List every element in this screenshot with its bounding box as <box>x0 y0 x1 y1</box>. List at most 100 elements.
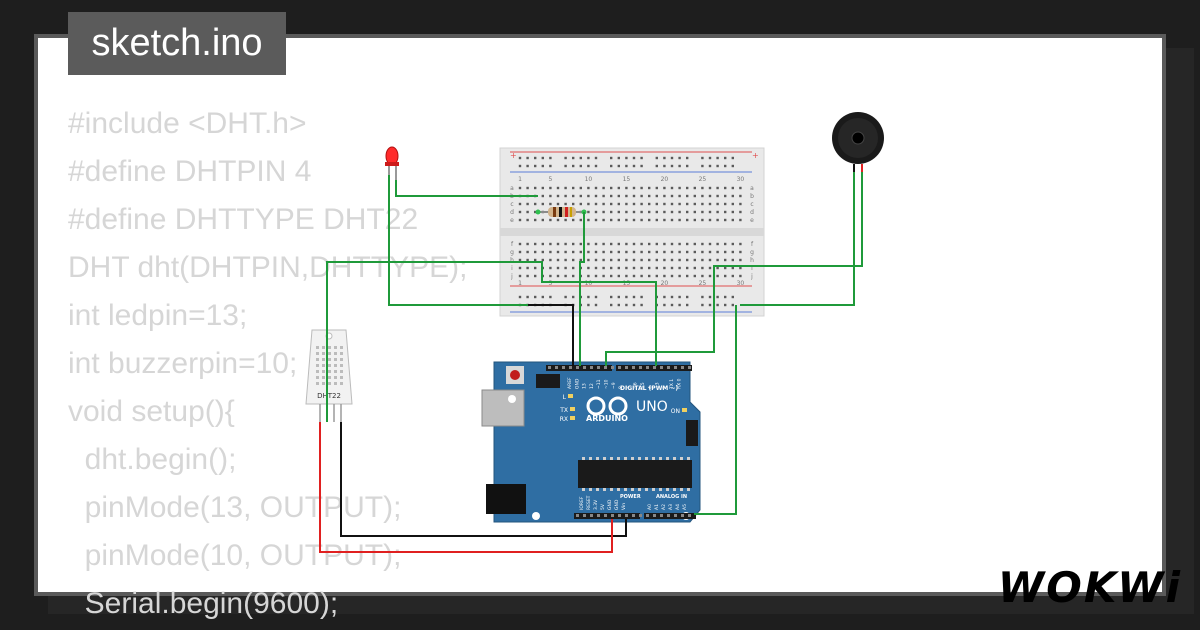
code-line: Serial.begin(9600); <box>68 587 339 620</box>
power-label: POWER <box>620 494 641 500</box>
pin-label: ~5 <box>640 382 646 389</box>
code-preview: #include <DHT.h> #define DHTPIN 4 #define … <box>68 100 467 628</box>
row-letter: d <box>750 209 754 216</box>
analog-label: ANALOG IN <box>656 494 687 500</box>
pin-label: A3 <box>668 504 674 510</box>
wire-buzzer-signal <box>605 172 863 366</box>
code-line: int buzzerpin=10; <box>68 347 298 380</box>
row-letter: i <box>751 265 753 272</box>
pin-label: 13 <box>582 383 588 389</box>
code-line: #define DHTTYPE DHT22 <box>68 203 419 236</box>
board-led-label: TX <box>559 407 568 414</box>
pin-label: A5 <box>682 504 688 510</box>
wires <box>319 172 863 553</box>
buzzer <box>832 112 884 172</box>
pin-label: 8 <box>618 386 624 389</box>
pin-label: GND <box>574 378 580 389</box>
pin-label: GND <box>614 499 620 510</box>
code-line: pinMode(13, OUTPUT); <box>68 491 402 524</box>
board-led-label: RX <box>560 416 568 423</box>
code-line: int ledpin=13; <box>68 299 248 332</box>
row-letter: c <box>750 201 753 208</box>
breadboard-holes <box>518 156 742 307</box>
column-number: 10 <box>585 280 593 287</box>
pin-label: ~6 <box>633 382 639 389</box>
arduino-model: UNO <box>636 399 668 415</box>
led-red <box>385 146 399 180</box>
code-line: DHT dht(DHTPIN,DHTTYPE); <box>68 251 468 284</box>
column-number: 5 <box>548 280 552 287</box>
pin-label: A1 <box>654 504 660 510</box>
pin-label: AREF <box>567 377 573 389</box>
column-number: 5 <box>548 176 552 183</box>
column-number: 1 <box>518 176 522 183</box>
code-line: void setup(){ <box>68 395 235 428</box>
microcontroller-chip <box>578 460 692 488</box>
row-letter: g <box>750 249 754 256</box>
arduino-brand: ARDUINO <box>586 414 628 423</box>
pin-label: TX 1 <box>669 379 675 390</box>
pin-label: IOREF <box>579 496 585 510</box>
file-tab[interactable]: sketch.ino <box>68 12 286 75</box>
row-letter: a <box>510 185 514 192</box>
pin-label: GND <box>607 499 613 510</box>
rail-plus-left: + <box>510 151 517 160</box>
wire-led-to-breadboard <box>395 180 538 197</box>
column-number: 1 <box>518 280 522 287</box>
wire-dht-gnd <box>340 422 627 537</box>
column-number: 30 <box>737 280 745 287</box>
row-letter: a <box>750 185 754 192</box>
board-led-label: L <box>563 394 567 401</box>
row-letter: b <box>750 193 754 200</box>
code-line: #define DHTPIN 4 <box>68 155 312 188</box>
pin-label: 5V <box>600 503 606 510</box>
wokwi-logo: WOKWi <box>997 563 1182 612</box>
pin-label: A2 <box>661 504 667 510</box>
wire-dht-vcc <box>319 422 613 553</box>
dht22-sensor: DHT22 <box>305 329 353 422</box>
digital-label: DIGITAL (PWM ~) <box>620 385 678 392</box>
column-number: 20 <box>661 176 669 183</box>
pin-label: Vin <box>621 503 627 510</box>
pin-label: 3.3V <box>593 499 599 510</box>
column-number: 25 <box>699 176 707 183</box>
row-letter: e <box>750 217 754 224</box>
row-letter: g <box>510 249 514 256</box>
row-letter: f <box>511 241 514 248</box>
row-letter: i <box>511 265 513 272</box>
pin-label: A0 <box>647 504 653 510</box>
reset-button <box>510 370 520 380</box>
wire-dht-data <box>326 261 657 422</box>
board-led-label: ON <box>671 408 680 415</box>
column-number: 15 <box>623 176 631 183</box>
pin-label: 7 <box>625 386 631 389</box>
pin-label: 4 <box>647 386 653 389</box>
pin-label: ~10 <box>604 379 610 389</box>
arduino-logo <box>586 396 606 416</box>
column-number: 30 <box>737 176 745 183</box>
column-number: 15 <box>623 280 631 287</box>
wire-rail-to-analog <box>694 305 737 515</box>
usb-port <box>481 389 525 427</box>
wire-gnd-rail <box>528 304 574 366</box>
arduino-uno-board: ARDUINO UNO DIGITAL (PWM ~) POWER ANALOG… <box>481 361 701 523</box>
row-letter: f <box>751 241 754 248</box>
code-line: #include <DHT.h> <box>68 107 307 140</box>
pin-label: 2 <box>662 386 668 389</box>
code-line: dht.begin(); <box>68 443 237 476</box>
row-letter: c <box>510 201 513 208</box>
row-letter: h <box>510 257 514 264</box>
code-line: pinMode(10, OUTPUT); <box>68 539 402 572</box>
pin-label: ~3 <box>655 382 661 389</box>
power-jack <box>486 484 526 514</box>
wire-resistor-to-pin13 <box>579 212 585 366</box>
sensor-label: DHT22 <box>317 392 341 400</box>
column-number: 10 <box>585 176 593 183</box>
pin-label: ~11 <box>596 379 602 389</box>
pin-label: RESET <box>586 495 592 510</box>
pin-label: ~9 <box>611 382 617 389</box>
wire-buzzer-ground <box>740 172 855 306</box>
